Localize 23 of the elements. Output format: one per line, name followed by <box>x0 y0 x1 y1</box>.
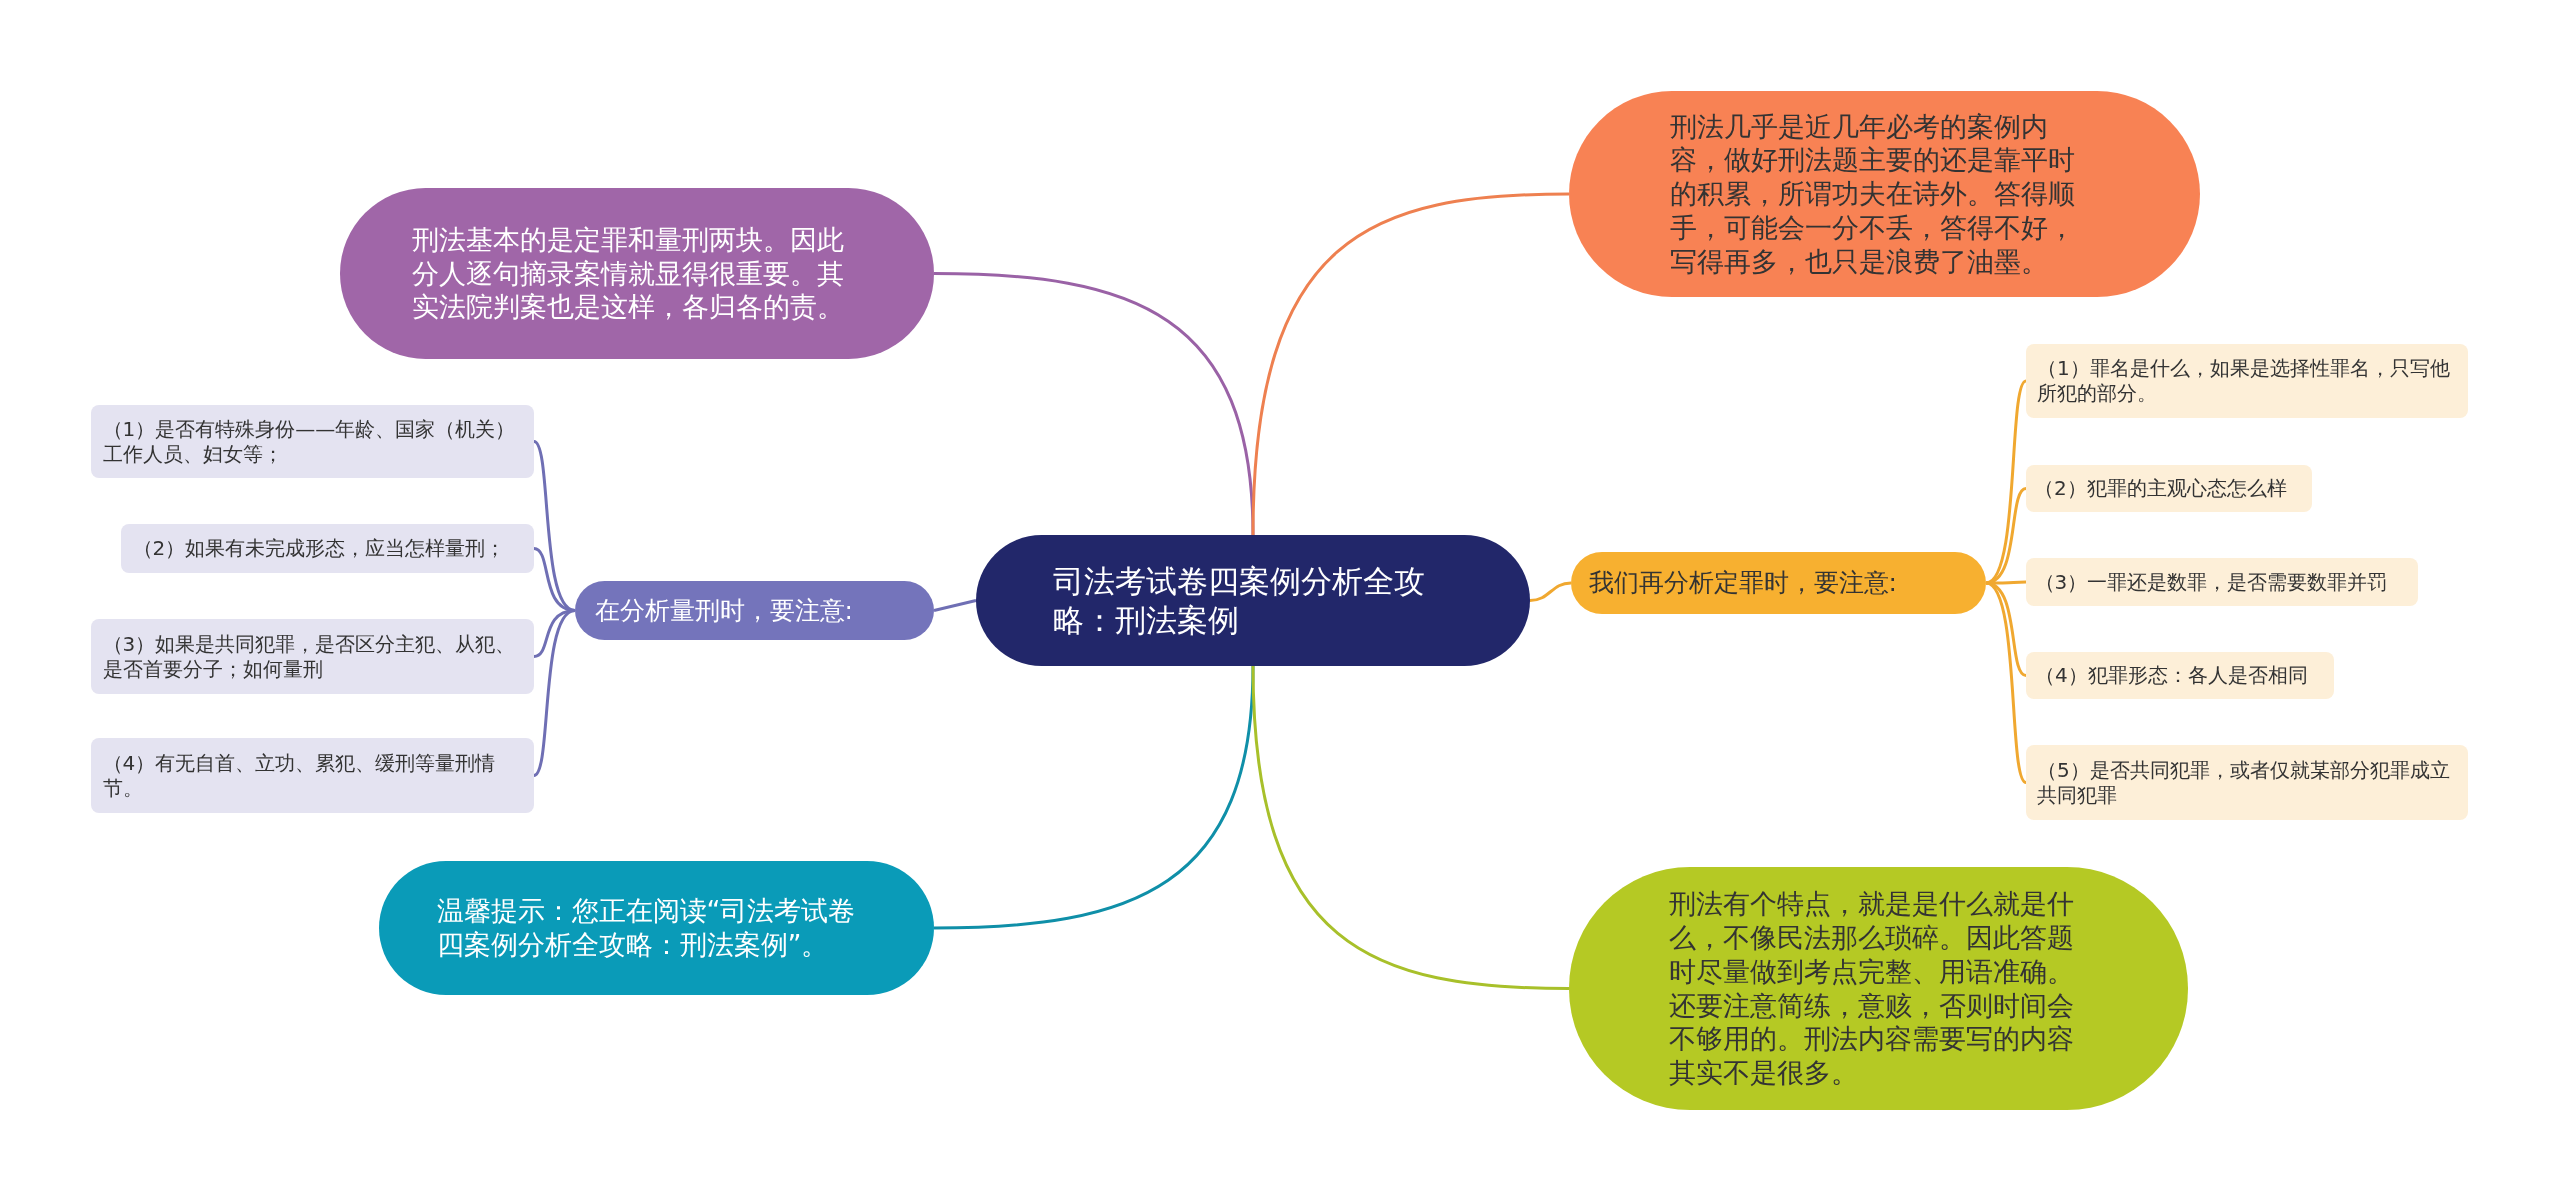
topic-bubble: 刑法基本的是定罪和量刑两块。因此分人逐句摘录案情就显得很重要。其实法院判案也是这样，各归各的责。 <box>340 188 934 359</box>
connector-line <box>533 609 576 777</box>
note-box: （4）有无自首、立功、累犯、缓刑等量刑情节。 <box>91 738 534 813</box>
connector-line <box>933 665 1255 930</box>
note-box: （4）犯罪形态：各人是否相同 <box>2026 652 2334 699</box>
branch-label: 我们再分析定罪时，要注意: <box>1571 552 1986 614</box>
connector-line <box>1251 665 1570 990</box>
connector-line <box>1985 581 2028 784</box>
branch-label: 在分析量刑时，要注意: <box>575 581 934 640</box>
note-box: （5）是否共同犯罪，或者仅就某部分犯罪成立共同犯罪 <box>2026 745 2468 820</box>
note-box: （1）是否有特殊身份——年龄、国家（机关）工作人员、妇女等； <box>91 405 534 478</box>
note-box: （3）如果是共同犯罪，是否区分主犯、从犯、是否首要分子；如何量刑 <box>91 619 534 694</box>
note-box: （3）一罪还是数罪，是否需要数罪并罚 <box>2026 558 2418 606</box>
note-box: （2）如果有未完成形态，应当怎样量刑； <box>121 524 534 573</box>
central-topic: 司法考试卷四案例分析全攻略：刑法案例 <box>976 535 1530 666</box>
note-box: （2）犯罪的主观心态怎么样 <box>2026 465 2312 512</box>
topic-bubble: 刑法几乎是近几年必考的案例内容，做好刑法题主要的还是靠平时的积累，所谓功夫在诗外。答得顺手，可能会一分不丢，答得不好，写得再多，也只是浪费了油墨。 <box>1569 91 2200 297</box>
connector-line <box>1529 581 1572 602</box>
connector-line <box>933 599 977 612</box>
connector-line <box>1251 192 1570 536</box>
topic-bubble: 刑法有个特点，就是是什么就是什么，不像民法那么琐碎。因此答题时尽量做到考点完整、用语准确。还要注意简练，意赅，否则时间会不够用的。刑法内容需要写的内容其实不是很多。 <box>1569 867 2188 1110</box>
topic-bubble: 温馨提示：您正在阅读“司法考试卷四案例分析全攻略：刑法案例”。 <box>379 861 934 995</box>
note-box: （1）罪名是什么，如果是选择性罪名，只写他所犯的部分。 <box>2026 344 2468 418</box>
